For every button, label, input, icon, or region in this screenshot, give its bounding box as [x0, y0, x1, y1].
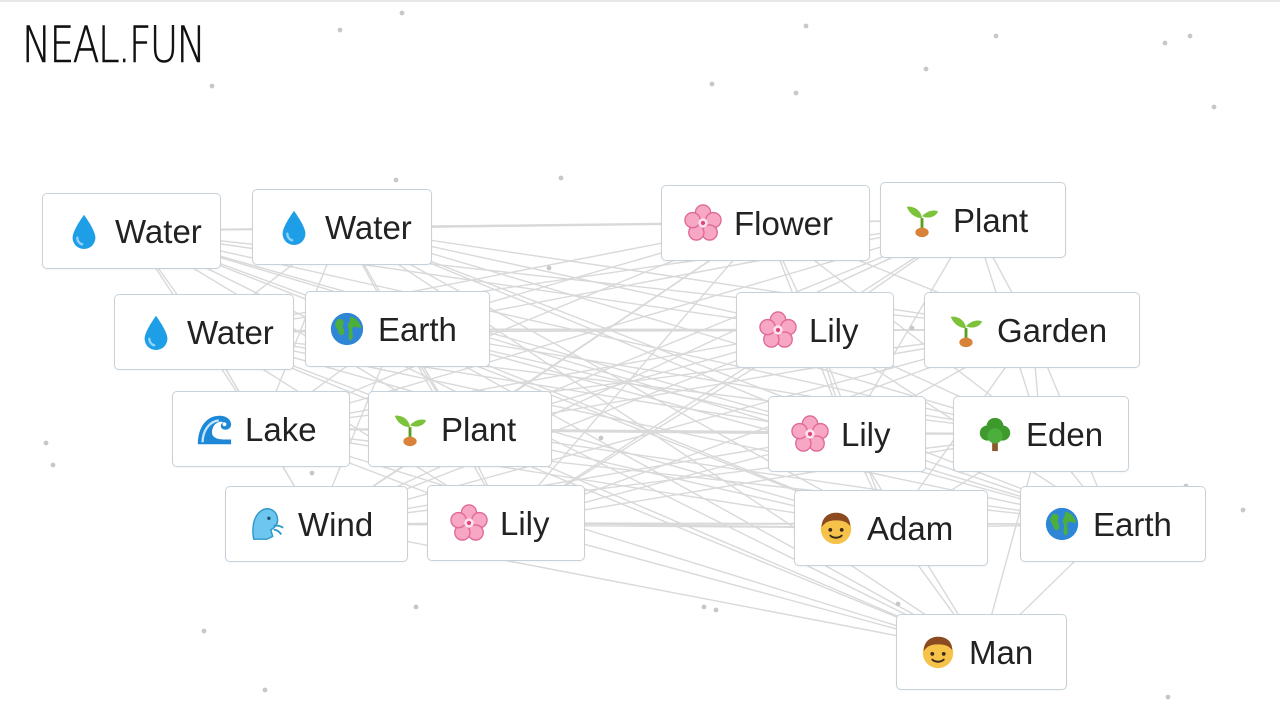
man-face-icon	[919, 633, 957, 671]
item-garden[interactable]: Garden	[924, 292, 1140, 368]
connection-line	[341, 226, 1033, 331]
item-label: Earth	[378, 310, 457, 348]
item-lily[interactable]: Lily	[427, 485, 585, 561]
item-label: Lake	[245, 410, 317, 448]
background-dot	[793, 90, 799, 96]
connection-line	[260, 329, 816, 430]
item-label: Earth	[1093, 505, 1172, 543]
item-flower[interactable]: Flower	[661, 185, 870, 261]
item-label: Water	[325, 208, 412, 246]
item-label: Eden	[1026, 415, 1104, 453]
item-label: Adam	[867, 509, 954, 547]
background-dot	[201, 628, 207, 634]
background-dot	[1211, 104, 1217, 110]
background-dot	[1240, 507, 1246, 513]
seedling-icon	[947, 311, 985, 349]
item-label: Flower	[734, 204, 834, 242]
background-dot	[558, 175, 564, 181]
man-face-icon	[817, 509, 855, 547]
item-water[interactable]: Water	[42, 193, 221, 269]
connection-line	[316, 219, 974, 525]
background-dot	[209, 83, 215, 89]
seedling-icon	[903, 201, 941, 239]
background-dot	[1165, 694, 1171, 700]
connection-line	[505, 222, 767, 524]
connection-line	[131, 230, 892, 529]
background-dot	[43, 440, 49, 446]
connection-line	[397, 328, 1042, 435]
item-label: Lily	[809, 311, 859, 349]
item-label: Wind	[298, 505, 374, 543]
item-lily[interactable]: Lily	[736, 292, 894, 368]
connection-line	[203, 331, 982, 653]
background-dot	[709, 81, 715, 87]
background-dot	[413, 604, 419, 610]
water-drop-icon	[275, 208, 313, 246]
background-dot	[1162, 40, 1168, 46]
item-man[interactable]: Man	[896, 614, 1067, 690]
connection-line	[397, 328, 1114, 525]
cherry-blossom-icon	[791, 415, 829, 453]
item-label: Plant	[441, 410, 517, 448]
background-dot	[598, 435, 604, 441]
background-dot	[993, 33, 999, 39]
tree-icon	[976, 415, 1014, 453]
background-dot	[713, 607, 719, 613]
cherry-blossom-icon	[450, 504, 488, 542]
globe-icon	[328, 310, 366, 348]
globe-icon	[1043, 505, 1081, 543]
background-dot	[895, 601, 901, 607]
water-drop-icon	[65, 212, 103, 250]
background-dot	[262, 687, 268, 693]
background-dot	[909, 325, 915, 331]
item-label: Lily	[500, 504, 550, 542]
background-dot	[309, 470, 315, 476]
connection-line	[131, 230, 1114, 525]
top-border	[0, 0, 1280, 2]
item-lake[interactable]: Lake	[172, 391, 350, 467]
connection-line	[341, 226, 1114, 525]
background-dot	[50, 462, 56, 468]
cherry-blossom-icon	[759, 311, 797, 349]
wind-face-icon	[248, 505, 286, 543]
item-eden[interactable]: Eden	[953, 396, 1129, 472]
background-dot	[701, 604, 707, 610]
cherry-blossom-icon	[684, 204, 722, 242]
background-dot	[546, 265, 552, 271]
connection-line	[505, 219, 974, 524]
item-adam[interactable]: Adam	[794, 490, 988, 566]
item-wind[interactable]: Wind	[225, 486, 408, 562]
background-dot	[399, 10, 405, 16]
background-dot	[923, 66, 929, 72]
background-dot	[803, 23, 809, 29]
water-drop-icon	[137, 313, 175, 351]
connection-line	[397, 219, 974, 330]
connection-line	[397, 328, 982, 653]
item-plant[interactable]: Plant	[880, 182, 1066, 258]
background-dot	[1187, 33, 1193, 39]
item-label: Water	[187, 313, 274, 351]
item-plant[interactable]: Plant	[368, 391, 552, 467]
wave-icon	[195, 410, 233, 448]
item-water[interactable]: Water	[252, 189, 432, 265]
seedling-icon	[391, 410, 429, 448]
connection-line	[505, 433, 1042, 524]
item-label: Water	[115, 212, 202, 250]
item-label: Garden	[997, 311, 1108, 349]
background-dot	[337, 27, 343, 33]
item-lily[interactable]: Lily	[768, 396, 926, 472]
item-label: Man	[969, 633, 1034, 671]
item-label: Plant	[953, 201, 1029, 239]
item-label: Lily	[841, 415, 891, 453]
site-logo[interactable]: NEAL.FUN	[22, 16, 206, 74]
item-earth[interactable]: Earth	[305, 291, 490, 367]
item-water[interactable]: Water	[114, 294, 294, 370]
item-earth[interactable]: Earth	[1020, 486, 1206, 562]
background-dot	[393, 177, 399, 183]
